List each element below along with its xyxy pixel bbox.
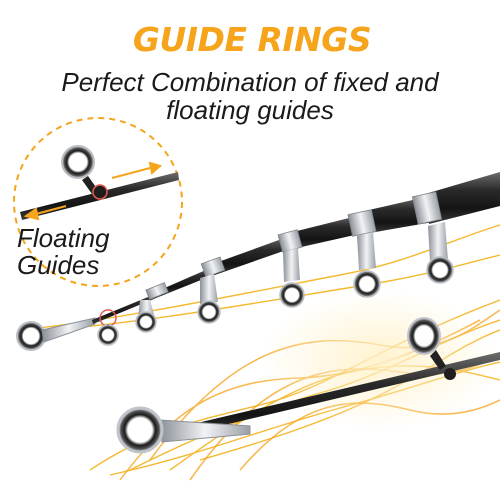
closeup-rod xyxy=(116,317,500,454)
callout-label-line-1: Floating xyxy=(17,223,110,253)
guide-ring xyxy=(426,222,454,284)
page-title: GUIDE RINGS xyxy=(132,20,372,59)
ferrule xyxy=(347,209,377,237)
guide-ring xyxy=(197,274,221,324)
closeup-tip-guide xyxy=(116,406,251,454)
guide-ring xyxy=(353,232,381,298)
ferrule xyxy=(145,282,169,300)
callout-guide-ring xyxy=(61,145,108,200)
title-banner: GUIDE RINGS xyxy=(118,18,386,62)
callout-circle xyxy=(13,117,183,287)
arrow-left-icon xyxy=(23,207,40,221)
rod-section-6 xyxy=(425,172,500,224)
title-band-background xyxy=(118,26,386,56)
rod-section-4 xyxy=(285,214,368,250)
subtitle: Perfect Combination of fixed and floatin… xyxy=(40,68,460,124)
ferrule xyxy=(411,191,443,225)
callout-arrows xyxy=(23,161,163,221)
floating-guide xyxy=(97,309,119,346)
guide-ring xyxy=(279,248,305,308)
rod-section-2 xyxy=(160,266,216,296)
closeup-rod-blank xyxy=(150,352,500,442)
guide-ring xyxy=(135,300,157,333)
callout-label: Floating Guides xyxy=(17,225,187,279)
ferrule xyxy=(200,256,226,278)
subtitle-line-2: floating guides xyxy=(166,95,334,125)
telescopic-rod xyxy=(16,172,500,351)
ferrule xyxy=(277,229,303,253)
closeup-floating-guide xyxy=(407,317,456,380)
rod-section-3 xyxy=(210,236,292,276)
rod-section-1 xyxy=(92,290,166,324)
fixed-guides xyxy=(135,222,454,333)
tip-guide xyxy=(16,317,96,351)
callout-label-line-2: Guides xyxy=(17,250,100,280)
arrow-right-icon xyxy=(148,161,163,175)
subtitle-line-1: Perfect Combination of fixed and xyxy=(61,67,439,97)
line-glow xyxy=(260,290,500,430)
